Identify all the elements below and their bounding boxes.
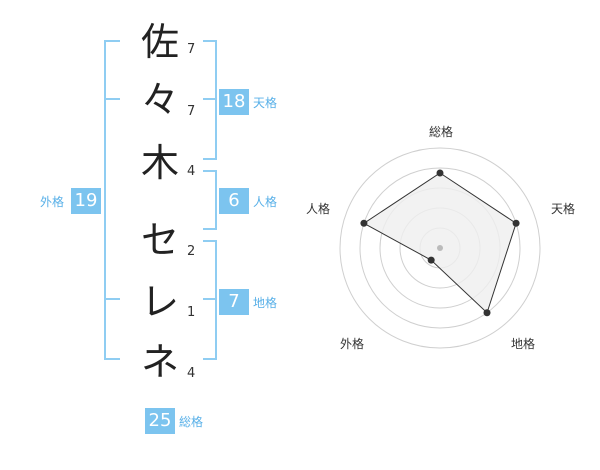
- name-char-3: 木: [140, 141, 179, 185]
- radar-axis-label-tenkaku: 天格: [550, 202, 575, 216]
- name-char-4: セ: [140, 218, 179, 262]
- radar-center-dot: [437, 245, 443, 251]
- radar-ring: [339, 147, 541, 349]
- jinkaku-label: 人格: [253, 195, 278, 209]
- bracket-tick: [203, 98, 217, 100]
- tenkaku-bracket: [203, 40, 217, 160]
- stroke-count-5: 1: [187, 305, 196, 320]
- tenkaku-value: 18: [219, 89, 249, 115]
- stroke-count-1: 7: [187, 42, 196, 57]
- tenkaku-label: 天格: [253, 96, 278, 110]
- radar-axis-label-soukaku: 総格: [428, 125, 453, 139]
- name-char-2: 々: [140, 78, 179, 122]
- stroke-count-2: 7: [187, 104, 196, 119]
- chikaku-label: 地格: [253, 296, 278, 310]
- bracket-tick: [203, 298, 217, 300]
- chikaku-bracket: [203, 240, 217, 360]
- chikaku-value: 7: [219, 289, 249, 315]
- radar-axis-label-chikaku: 地格: [510, 337, 535, 351]
- gaikaku-bracket: [104, 40, 120, 360]
- name-char-1: 佐: [140, 20, 179, 64]
- jinkaku-value: 6: [219, 188, 249, 214]
- radar-point-3: [483, 309, 491, 317]
- stroke-count-3: 4: [187, 164, 196, 179]
- jinkaku-bracket: [203, 170, 217, 230]
- radar-point-2: [512, 219, 520, 227]
- radar-axis-label-jinkaku: 人格: [305, 202, 330, 216]
- stroke-count-4: 2: [187, 244, 196, 259]
- soukaku-value: 25: [145, 408, 175, 434]
- bracket-tick: [104, 98, 120, 100]
- radar-point-1: [436, 169, 444, 177]
- radar-polygon: [362, 172, 517, 314]
- stroke-count-6: 4: [187, 366, 196, 381]
- radar-axis-label-gaikaku: 外格: [339, 337, 364, 351]
- radar-point-5: [360, 219, 368, 227]
- radar-point-4: [427, 256, 435, 264]
- gaikaku-label: 外格: [40, 195, 65, 209]
- name-char-6: ネ: [140, 340, 179, 384]
- soukaku-label: 総格: [179, 415, 204, 429]
- radar-ring: [359, 167, 521, 329]
- gaikaku-value: 19: [71, 188, 101, 214]
- bracket-tick: [104, 298, 120, 300]
- name-char-5: レ: [140, 280, 179, 324]
